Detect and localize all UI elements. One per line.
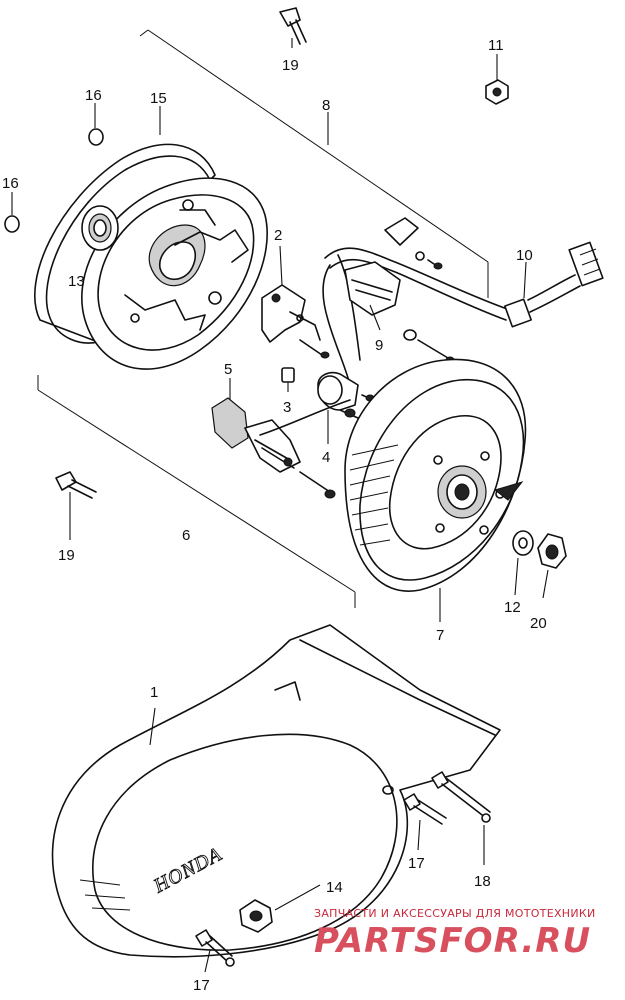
callout-label: 19 — [58, 547, 75, 564]
leader-lines — [11, 38, 549, 973]
callout-label: 10 — [516, 247, 533, 264]
screw-19 — [55, 7, 307, 499]
watermark: ЗАПЧАСТИ И АКСЕССУАРЫ ДЛЯ МОТОТЕХНИКИ PA… — [314, 907, 596, 961]
part-numbers: 1 2 3 4 5 6 7 8 9 10 11 12 13 14 15 16 1… — [2, 37, 547, 994]
group-bracket — [37, 29, 489, 608]
pulser-unit — [211, 397, 351, 499]
oil-seal — [81, 205, 119, 251]
gasket — [34, 143, 216, 344]
callout-label: 5 — [224, 361, 232, 378]
callout-label: 17 — [408, 855, 425, 872]
callout-label: 6 — [182, 527, 190, 544]
harness-clamp — [344, 217, 455, 364]
crankcase-cover: HONDA — [51, 624, 501, 958]
callout-label: 11 — [488, 37, 504, 54]
callout-label: 9 — [375, 337, 383, 354]
callout-label: 18 — [474, 873, 491, 890]
callout-label: 16 — [2, 175, 19, 192]
callout-label: 4 — [322, 449, 330, 466]
flywheel-rotor — [344, 358, 527, 592]
bolts — [195, 771, 491, 967]
callout-label: 3 — [283, 399, 291, 416]
callout-label: 13 — [68, 273, 85, 290]
o-ring-small — [4, 128, 104, 233]
callout-label: 20 — [530, 615, 547, 632]
callout-label: 12 — [504, 599, 521, 616]
watermark-brand: PARTSFOR.RU — [314, 921, 591, 961]
washer-and-nut — [512, 530, 567, 569]
stator-base-plate — [81, 177, 268, 370]
callout-label: 17 — [193, 977, 210, 994]
watermark-subtitle: ЗАПЧАСТИ И АКСЕССУАРЫ ДЛЯ МОТОТЕХНИКИ — [314, 907, 596, 920]
callout-label: 1 — [150, 684, 158, 701]
callout-label: 15 — [150, 90, 167, 107]
contact-breaker — [261, 284, 330, 359]
callout-label: 2 — [274, 227, 282, 244]
callout-label: 14 — [326, 879, 343, 896]
callout-label: 16 — [85, 87, 102, 104]
nut-14 — [239, 899, 273, 933]
callout-label: 19 — [282, 57, 299, 74]
callout-label: 8 — [322, 97, 330, 114]
nut-small — [485, 79, 509, 105]
callout-label: 7 — [436, 627, 444, 644]
